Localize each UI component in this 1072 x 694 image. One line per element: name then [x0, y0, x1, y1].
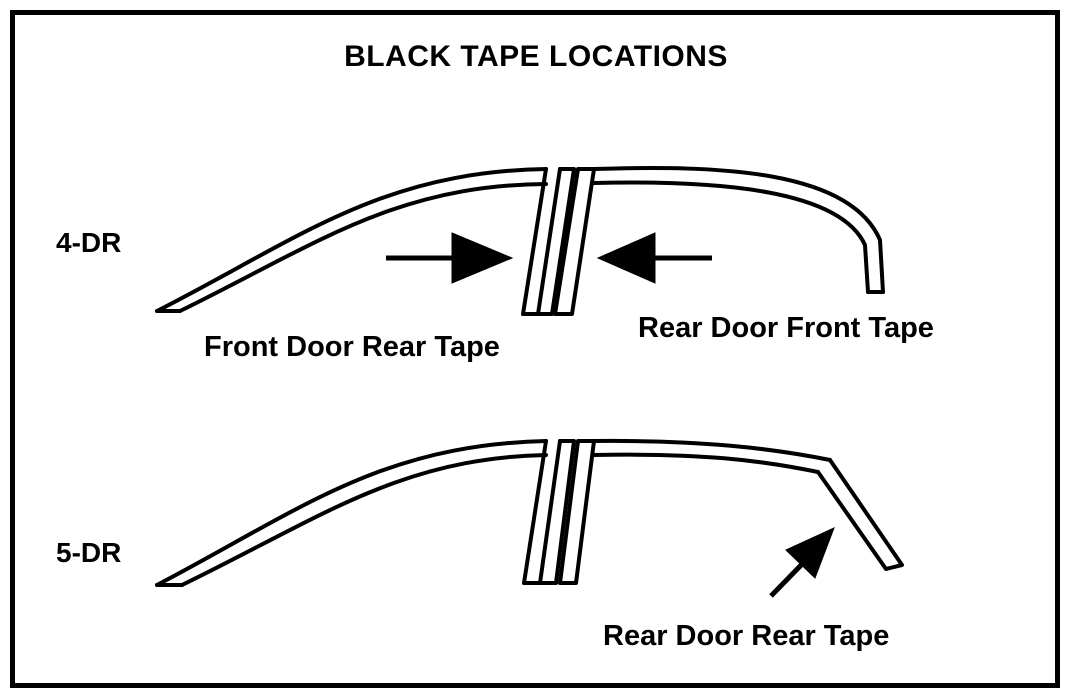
four-door-window-moulding — [155, 165, 885, 313]
four-door-pillar-tapes — [521, 167, 596, 316]
callout-rear-door-front-tape: Rear Door Front Tape — [638, 312, 934, 344]
arrow-up-right-icon — [769, 527, 835, 598]
label-4-dr: 4-DR — [56, 227, 122, 258]
diagram-title: BLACK TAPE LOCATIONS — [344, 40, 728, 73]
callout-front-door-rear-tape: Front Door Rear Tape — [204, 331, 500, 363]
five-door-window-moulding — [155, 438, 904, 587]
arrow-right-icon — [386, 232, 514, 284]
label-5-dr: 5-DR — [56, 537, 122, 568]
five-door-pillar-tapes — [522, 439, 596, 585]
arrow-left-icon — [596, 232, 712, 284]
diagram-frame — [10, 10, 1060, 688]
callout-rear-door-rear-tape: Rear Door Rear Tape — [603, 620, 890, 652]
